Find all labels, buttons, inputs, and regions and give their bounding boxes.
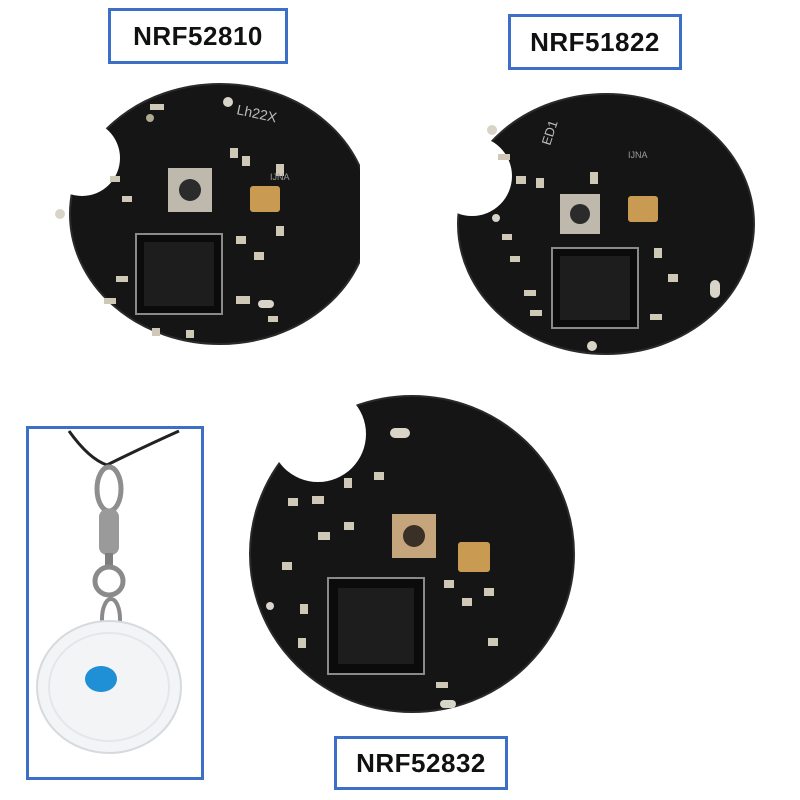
keychain-tag-photo xyxy=(36,429,182,754)
nrf51822-silkscreen: ED1 xyxy=(539,118,561,147)
nrf51822-label-text: NRF51822 xyxy=(530,26,660,57)
nrf51822-marking: IJNA xyxy=(628,150,648,160)
nrf52832-label-text: NRF52832 xyxy=(356,747,486,778)
nrf52832-board-photo xyxy=(249,395,575,713)
nrf52810-marking: IJNA xyxy=(270,172,290,182)
nrf52810-label: NRF52810 xyxy=(108,8,288,64)
nrf52810-label-text: NRF52810 xyxy=(133,20,263,51)
nrf51822-label: NRF51822 xyxy=(508,14,682,70)
keychain-tag-photo-frame xyxy=(26,426,204,780)
nrf52832-label: NRF52832 xyxy=(334,736,508,790)
nrf52810-board-photo: Lh22X IJNA xyxy=(55,83,360,345)
nrf51822-board-photo: ED1 IJNA xyxy=(457,93,755,355)
